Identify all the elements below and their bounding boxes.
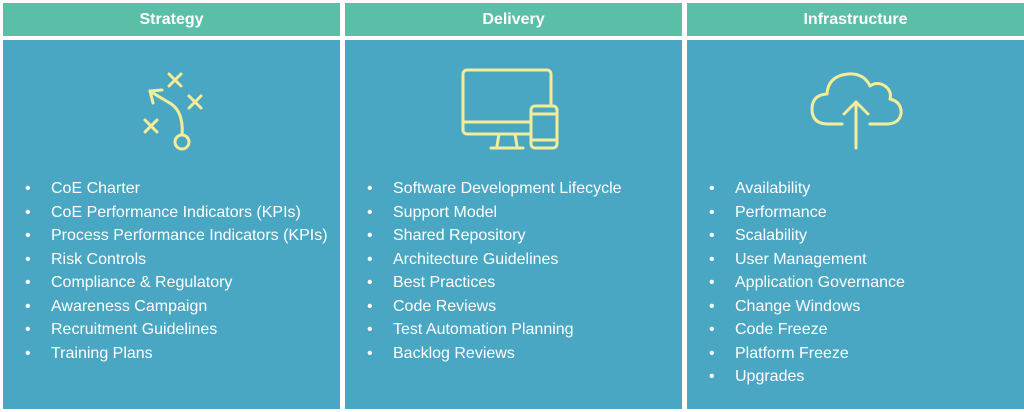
- list-item: Code Freeze: [709, 319, 1016, 340]
- cloud-upload-icon: [687, 62, 1024, 158]
- list-item: CoE Performance Indicators (KPIs): [25, 202, 332, 223]
- list-item: Application Governance: [709, 272, 1016, 293]
- list-item: Performance: [709, 202, 1016, 223]
- infrastructure-list: Availability Performance Scalability Use…: [709, 178, 1016, 390]
- list-item: Architecture Guidelines: [367, 249, 674, 270]
- monitor-phone-icon: [345, 62, 682, 158]
- infrastructure-column: Infrastructure Availability Performance …: [687, 3, 1024, 409]
- list-item: Platform Freeze: [709, 343, 1016, 364]
- strategy-list: CoE Charter CoE Performance Indicators (…: [25, 178, 332, 366]
- list-item: Support Model: [367, 202, 674, 223]
- list-item: Shared Repository: [367, 225, 674, 246]
- list-item: Compliance & Regulatory: [25, 272, 332, 293]
- delivery-list: Software Development Lifecycle Support M…: [367, 178, 674, 366]
- list-item: Training Plans: [25, 343, 332, 364]
- strategy-play-icon: [3, 62, 340, 158]
- list-item: Test Automation Planning: [367, 319, 674, 340]
- list-item: User Management: [709, 249, 1016, 270]
- list-item: Availability: [709, 178, 1016, 199]
- column-header: Infrastructure: [687, 3, 1024, 36]
- delivery-column: Delivery Software Development Lifecycle …: [345, 3, 682, 409]
- list-item: Upgrades: [709, 366, 1016, 387]
- column-header: Strategy: [3, 3, 340, 36]
- column-panel: CoE Charter CoE Performance Indicators (…: [3, 40, 340, 409]
- strategy-column: Strategy CoE Charter CoE Performance Ind…: [3, 3, 340, 409]
- list-item: CoE Charter: [25, 178, 332, 199]
- list-item: Code Reviews: [367, 296, 674, 317]
- column-panel: Availability Performance Scalability Use…: [687, 40, 1024, 409]
- list-item: Best Practices: [367, 272, 674, 293]
- list-item: Awareness Campaign: [25, 296, 332, 317]
- list-item: Scalability: [709, 225, 1016, 246]
- column-panel: Software Development Lifecycle Support M…: [345, 40, 682, 409]
- list-item: Risk Controls: [25, 249, 332, 270]
- list-item: Software Development Lifecycle: [367, 178, 674, 199]
- list-item: Backlog Reviews: [367, 343, 674, 364]
- list-item: Change Windows: [709, 296, 1016, 317]
- list-item: Recruitment Guidelines: [25, 319, 332, 340]
- column-header: Delivery: [345, 3, 682, 36]
- list-item: Process Performance Indicators (KPIs): [25, 225, 332, 246]
